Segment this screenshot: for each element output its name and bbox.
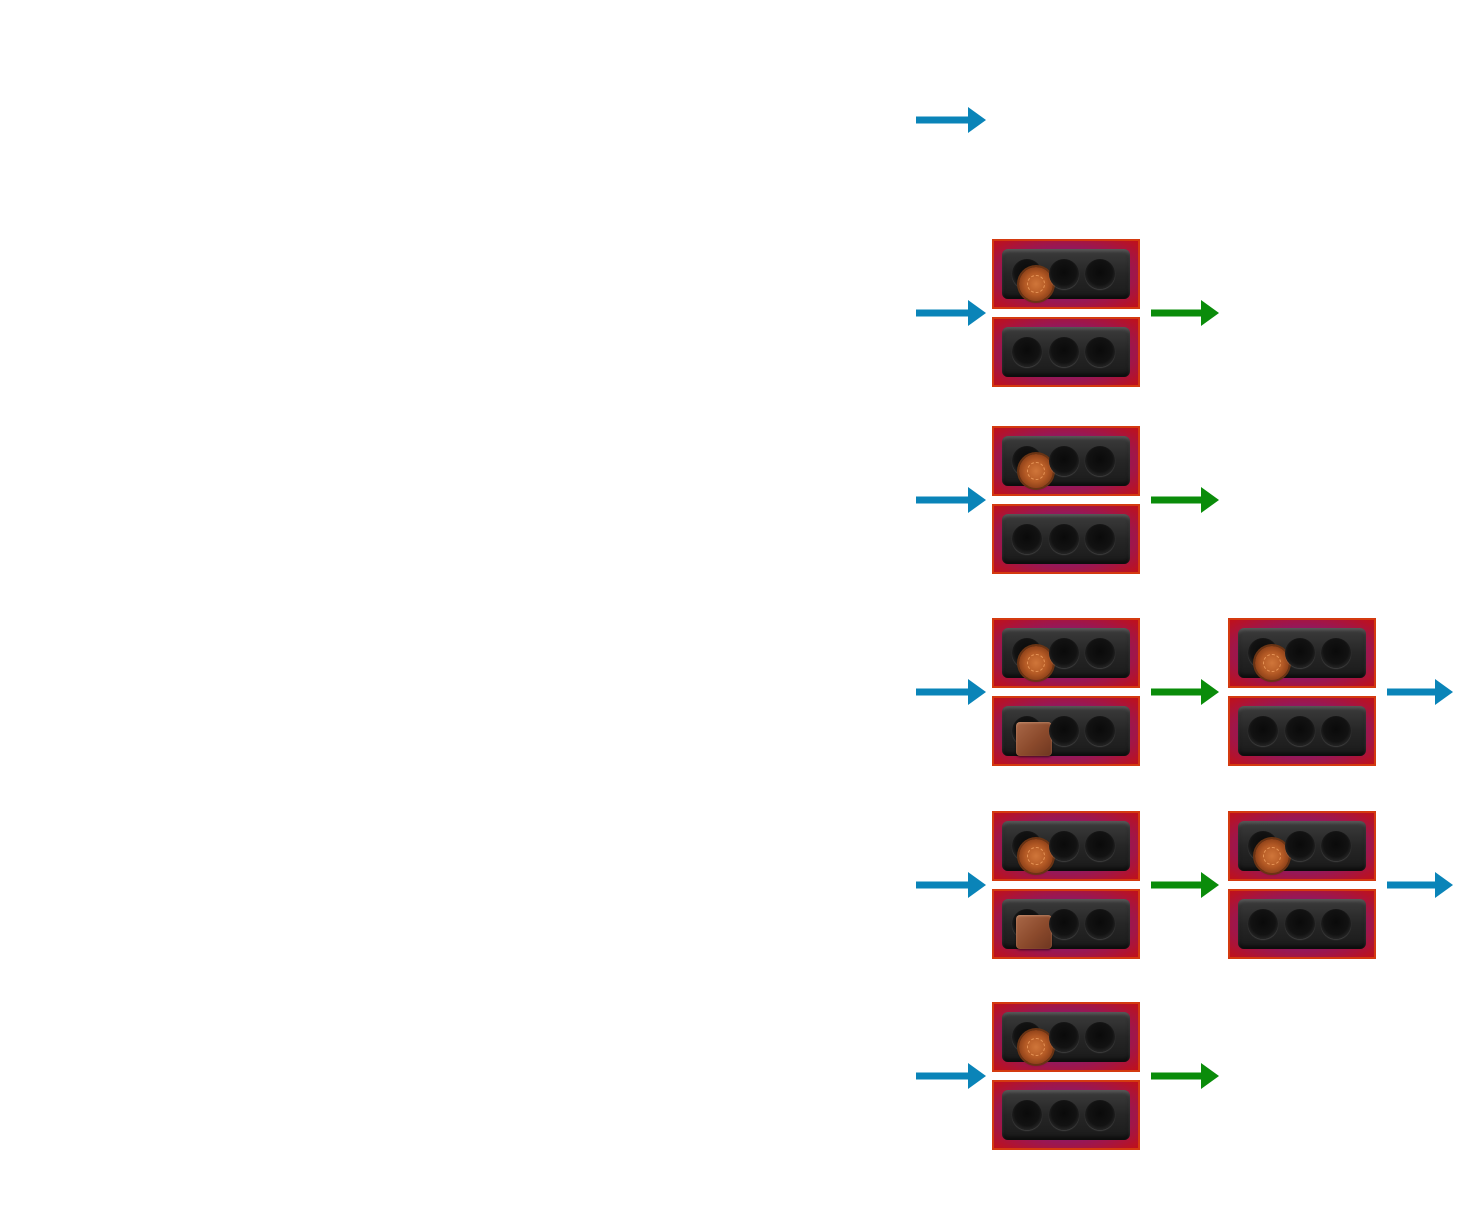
top-chocolate-box <box>992 618 1140 688</box>
tray-cavity <box>1285 831 1315 861</box>
chocolate-tray <box>1238 821 1366 873</box>
tray-cavity <box>1012 909 1052 949</box>
bottom-chocolate-box <box>1228 889 1376 959</box>
tray-cavity <box>1085 1100 1115 1130</box>
tray-cavity <box>1085 831 1115 861</box>
tray-cavity <box>1049 259 1079 289</box>
tray-cavity <box>1248 638 1289 680</box>
tray-cavity <box>1085 716 1115 746</box>
input-arrow-icon <box>916 872 986 898</box>
tray-cavity <box>1012 831 1053 873</box>
tray-cavity <box>1085 638 1115 668</box>
tray-cavity <box>1049 1022 1079 1052</box>
bottom-chocolate-box <box>992 504 1140 574</box>
top-chocolate-box <box>992 1002 1140 1072</box>
tray-cavity <box>1012 1100 1042 1130</box>
tray-cavity <box>1049 638 1079 668</box>
round-chocolate-icon <box>1019 454 1053 488</box>
tray-cavity <box>1248 831 1289 873</box>
tray-cavity <box>1085 524 1115 554</box>
tray-cavity <box>1012 638 1053 680</box>
chocolate-tray <box>1238 706 1366 756</box>
bottom-chocolate-box <box>992 1080 1140 1150</box>
tray-cavity <box>1049 337 1079 367</box>
tray-cavity <box>1012 716 1052 756</box>
tray-cavity <box>1049 909 1079 939</box>
box-pair <box>992 811 1140 959</box>
chocolate-tray <box>1002 628 1130 680</box>
tray-cavity <box>1085 259 1115 289</box>
tray-cavity <box>1321 831 1351 861</box>
top-chocolate-box <box>992 426 1140 496</box>
top-chocolate-box <box>1228 618 1376 688</box>
bottom-chocolate-box <box>992 317 1140 387</box>
box-pair <box>1228 811 1376 959</box>
input-arrow-icon <box>916 300 986 326</box>
box-pair <box>992 1002 1140 1150</box>
round-chocolate-icon <box>1019 646 1053 680</box>
chocolate-tray <box>1238 899 1366 949</box>
square-chocolate-icon <box>1016 915 1052 949</box>
round-chocolate-icon <box>1019 267 1053 301</box>
tray-cavity <box>1012 259 1053 301</box>
box-pair <box>992 618 1140 766</box>
chocolate-tray <box>1002 514 1130 564</box>
chocolate-tray <box>1002 1090 1130 1140</box>
output-arrow-icon <box>1387 679 1453 705</box>
tray-cavity <box>1049 446 1079 476</box>
tray-cavity <box>1049 1100 1079 1130</box>
input-arrow-icon <box>916 1063 986 1089</box>
chocolate-tray <box>1002 821 1130 873</box>
tray-cavity <box>1321 638 1351 668</box>
output-arrow-icon <box>1387 872 1453 898</box>
bottom-chocolate-box <box>992 696 1140 766</box>
tray-cavity <box>1321 909 1351 939</box>
tray-cavity <box>1085 1022 1115 1052</box>
tray-cavity <box>1012 1022 1053 1064</box>
input-arrow-icon <box>916 107 986 133</box>
transition-arrow-icon <box>1151 300 1219 326</box>
round-chocolate-icon <box>1255 646 1289 680</box>
round-chocolate-icon <box>1019 839 1053 873</box>
tray-cavity <box>1085 446 1115 476</box>
transition-arrow-icon <box>1151 679 1219 705</box>
tray-cavity <box>1248 716 1278 746</box>
tray-cavity <box>1085 909 1115 939</box>
round-chocolate-icon <box>1255 839 1289 873</box>
chocolate-tray <box>1002 706 1130 756</box>
box-pair <box>1228 618 1376 766</box>
chocolate-tray <box>1002 899 1130 949</box>
input-arrow-icon <box>916 487 986 513</box>
top-chocolate-box <box>992 811 1140 881</box>
tray-cavity <box>1285 716 1315 746</box>
tray-cavity <box>1085 337 1115 367</box>
transition-arrow-icon <box>1151 1063 1219 1089</box>
round-chocolate-icon <box>1019 1030 1053 1064</box>
tray-cavity <box>1049 716 1079 746</box>
tray-cavity <box>1049 831 1079 861</box>
square-chocolate-icon <box>1016 722 1052 756</box>
tray-cavity <box>1012 337 1042 367</box>
chocolate-tray <box>1002 436 1130 488</box>
top-chocolate-box <box>992 239 1140 309</box>
transition-arrow-icon <box>1151 487 1219 513</box>
tray-cavity <box>1012 446 1053 488</box>
tray-cavity <box>1012 524 1042 554</box>
chocolate-tray <box>1238 628 1366 680</box>
transition-arrow-icon <box>1151 872 1219 898</box>
chocolate-tray <box>1002 1012 1130 1064</box>
box-pair <box>992 426 1140 574</box>
tray-cavity <box>1248 909 1278 939</box>
input-arrow-icon <box>916 679 986 705</box>
box-pair <box>992 239 1140 387</box>
chocolate-tray <box>1002 327 1130 377</box>
tray-cavity <box>1285 909 1315 939</box>
tray-cavity <box>1285 638 1315 668</box>
bottom-chocolate-box <box>992 889 1140 959</box>
top-chocolate-box <box>1228 811 1376 881</box>
tray-cavity <box>1321 716 1351 746</box>
chocolate-tray <box>1002 249 1130 301</box>
bottom-chocolate-box <box>1228 696 1376 766</box>
tray-cavity <box>1049 524 1079 554</box>
